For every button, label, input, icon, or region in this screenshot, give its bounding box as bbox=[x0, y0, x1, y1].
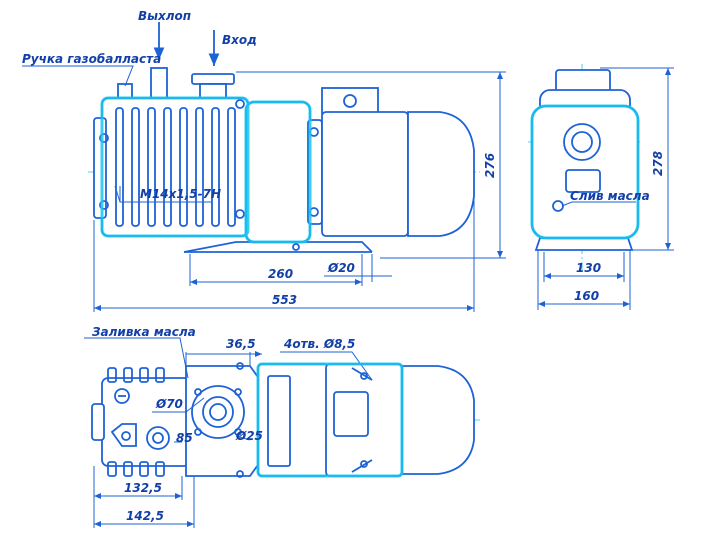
label-gas-ballast-handle: Ручка газобалласта bbox=[22, 52, 161, 66]
outlet-port-plan bbox=[146, 426, 170, 450]
dim-plan-width-2: 142,5 bbox=[126, 509, 164, 523]
coupling-housing bbox=[245, 101, 311, 243]
front-top-fittings bbox=[555, 69, 611, 93]
plan-terminal-box bbox=[333, 391, 369, 437]
motor-body bbox=[321, 111, 409, 237]
inlet-flange bbox=[191, 73, 235, 85]
label-thread: M14x1,5-7H bbox=[140, 187, 221, 201]
dim-front-width: 160 bbox=[574, 289, 599, 303]
label-oil-fill: Заливка масла bbox=[92, 325, 196, 339]
cooling-fins bbox=[115, 107, 236, 227]
label-outlet: Выхлоп bbox=[138, 9, 191, 23]
dim-height-front: 278 bbox=[651, 151, 665, 176]
front-base bbox=[534, 237, 634, 251]
dim-port-offset: 85 bbox=[176, 431, 193, 445]
dim-plan-width-1: 132,5 bbox=[124, 481, 162, 495]
label-holes: 4отв. Ø8,5 bbox=[283, 337, 355, 351]
dim-foot-diameter: Ø20 bbox=[327, 261, 355, 275]
dim-flange-dia: Ø70 bbox=[155, 397, 183, 411]
dim-total-length: 553 bbox=[272, 293, 297, 307]
dim-port-dia: Ø25 bbox=[235, 429, 263, 443]
dim-flange-offset: 36,5 bbox=[226, 337, 256, 351]
dim-mount-spacing: 260 bbox=[268, 267, 293, 281]
plan-view bbox=[84, 337, 480, 528]
plan-pump-block bbox=[101, 377, 191, 467]
plan-fan-cover bbox=[401, 365, 475, 475]
inlet-flange-plan bbox=[191, 385, 245, 439]
dim-height-side: 276 bbox=[483, 153, 497, 178]
dim-front-mount: 130 bbox=[576, 261, 601, 275]
motor-fan-cover bbox=[407, 111, 475, 237]
gas-ballast-plan bbox=[110, 423, 137, 447]
front-port-outer bbox=[563, 123, 601, 161]
front-view bbox=[528, 64, 674, 310]
outlet-pipe bbox=[150, 67, 168, 99]
label-inlet: Вход bbox=[222, 33, 257, 47]
label-oil-drain: Слив масла bbox=[570, 189, 650, 203]
plan-fins bbox=[107, 367, 165, 477]
oil-sight-glass bbox=[565, 169, 601, 193]
terminal-box bbox=[321, 87, 379, 115]
gas-ballast-knob bbox=[117, 83, 133, 99]
